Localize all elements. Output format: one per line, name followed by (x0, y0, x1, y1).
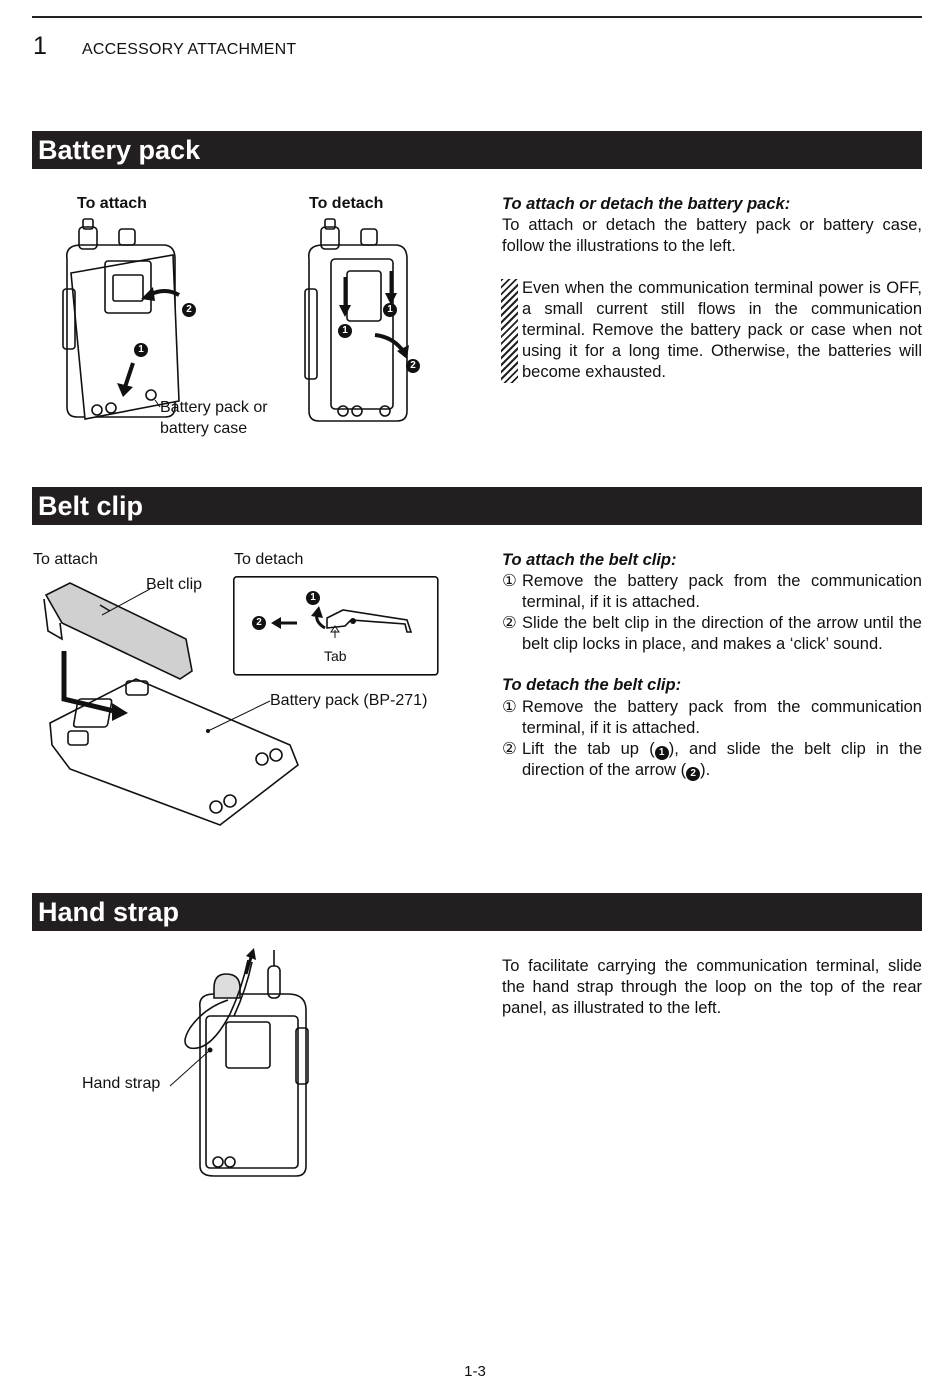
section-title-battery-pack: Battery pack (32, 131, 922, 169)
beltclip-detach-label: To detach (234, 551, 304, 568)
battery-heading: To attach or detach the battery pack: (502, 195, 791, 213)
inline-marker-1: 1 (654, 746, 669, 760)
chapter-title: ACCESSORY ATTACHMENT (82, 41, 297, 58)
battery-attach-label: To attach (77, 195, 147, 212)
beltclip-attach-label: To attach (33, 551, 98, 568)
battery-body: To attach or detach the battery pack or … (502, 216, 922, 255)
header-rule (32, 16, 922, 18)
beltclip-detach-marker-2: 2 (252, 616, 266, 630)
hand-strap-label: Hand strap (82, 1075, 161, 1092)
battery-detach-marker-2: 2 (406, 359, 420, 373)
beltclip-attach-illustration (43, 582, 299, 826)
battery-attach-marker-1: 1 (134, 343, 148, 357)
beltclip-detach-heading: To detach the belt clip: (502, 676, 682, 694)
battery-callout-label: Battery pack or battery case (160, 399, 268, 437)
battery-attach-illustration (62, 218, 180, 420)
battery-attach-marker-2: 2 (182, 303, 196, 317)
inline-marker-2: 2 (686, 767, 701, 781)
beltclip-battery-label: Battery pack (BP-271) (270, 692, 428, 709)
section-title-belt-clip: Belt clip (32, 487, 922, 525)
battery-detach-illustration (304, 218, 409, 422)
page-number: 1-3 (464, 1363, 486, 1380)
battery-caution: Even when the communication terminal pow… (522, 279, 922, 381)
chapter-number: 1 (33, 32, 47, 60)
caution-hatch-icon (501, 279, 518, 383)
battery-detach-label: To detach (309, 195, 384, 212)
beltclip-attach-heading: To attach the belt clip: (502, 551, 677, 569)
hand-strap-body: To facilitate carrying the communication… (502, 957, 922, 1017)
section-title-hand-strap: Hand strap (32, 893, 922, 931)
battery-detach-marker-1a: 1 (383, 303, 397, 317)
beltclip-tab-label: Tab (324, 648, 347, 664)
hand-strap-illustration (169, 948, 309, 1177)
beltclip-detach-marker-1: 1 (306, 591, 320, 605)
beltclip-clip-label: Belt clip (146, 576, 203, 593)
battery-detach-marker-1b: 1 (338, 324, 352, 338)
beltclip-detach-illustration (233, 576, 439, 676)
